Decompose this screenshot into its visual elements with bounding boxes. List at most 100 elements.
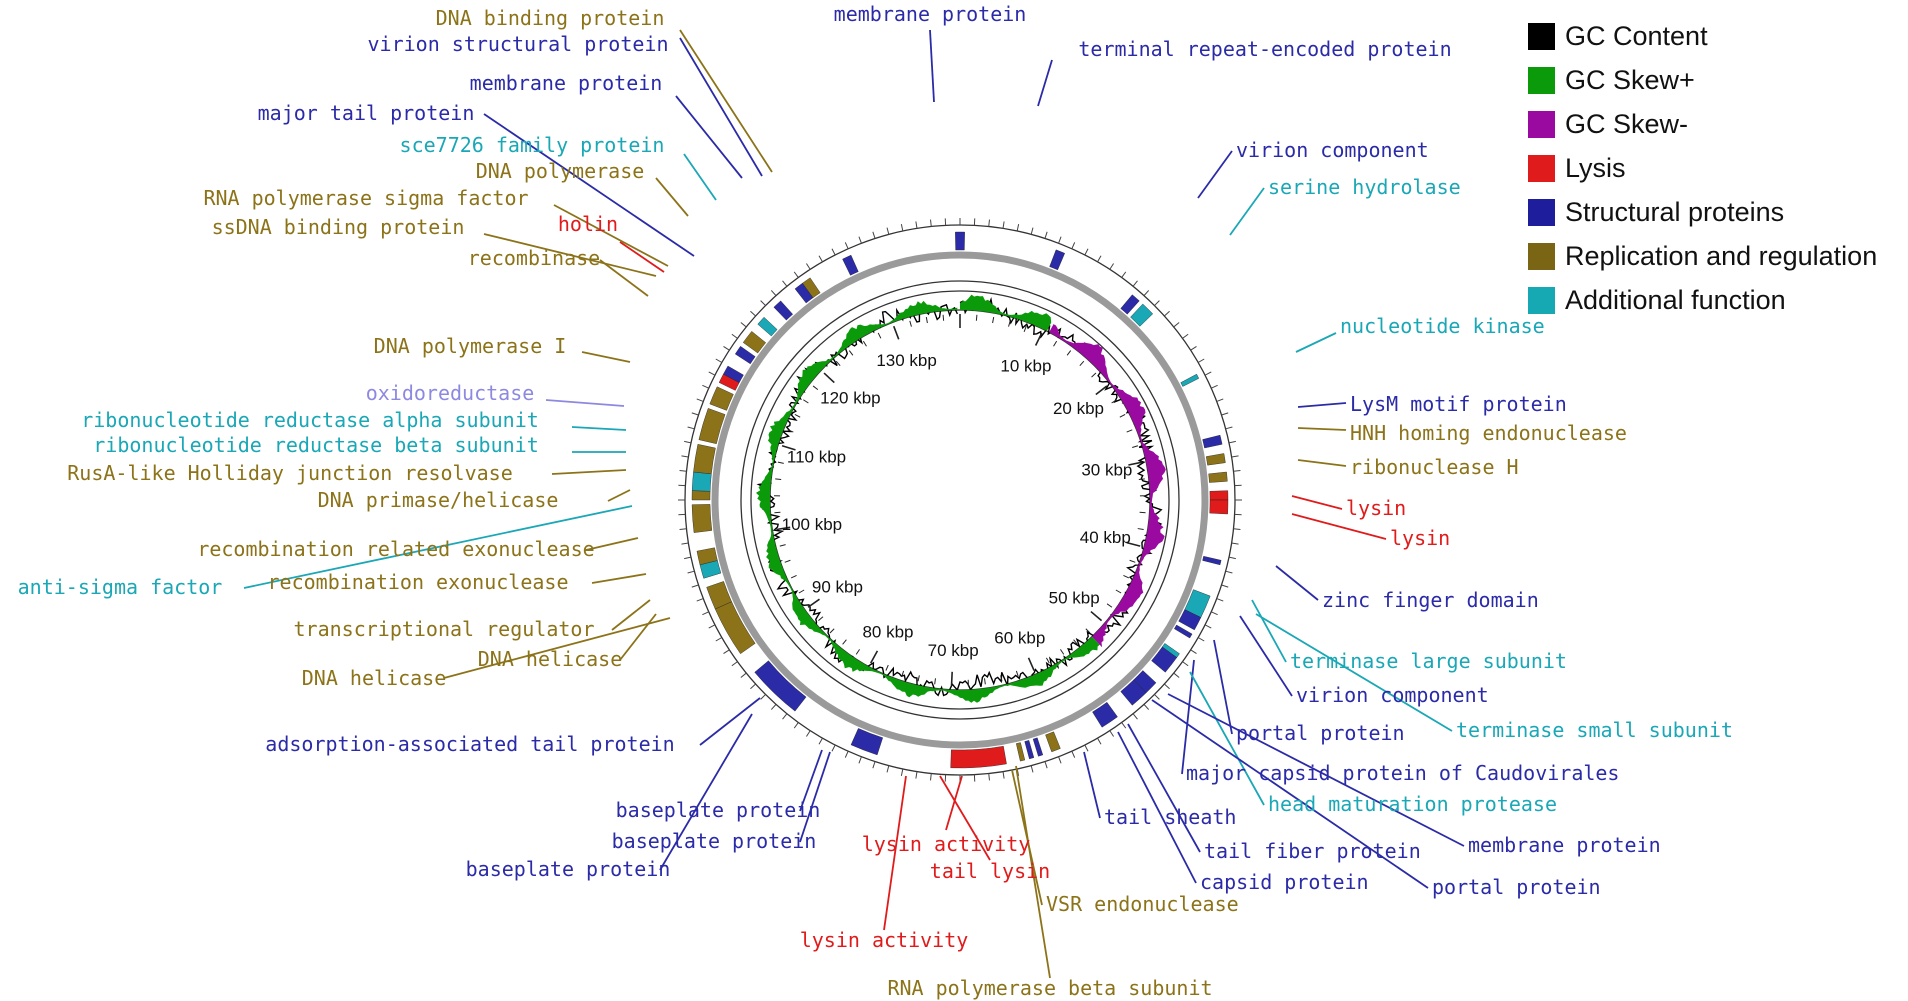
outer-tick: [691, 412, 699, 416]
outer-tick: [1143, 704, 1150, 710]
legend-swatch: [1528, 22, 1555, 50]
outer-tick: [1030, 227, 1034, 235]
gene-block: [709, 386, 734, 411]
gene-block: [1209, 499, 1229, 515]
ruler-tick: [877, 332, 882, 339]
outer-tick: [1221, 412, 1229, 416]
gene-block: [950, 745, 1007, 769]
outer-tick: [696, 398, 704, 402]
leader-line: [1297, 459, 1347, 467]
gene-label: virion component: [1296, 683, 1489, 707]
gene-label: major tail protein: [258, 101, 475, 125]
gene-block: [1202, 555, 1222, 566]
outer-tick: [1231, 455, 1239, 458]
outer-tick: [731, 333, 738, 339]
gene-label: capsid protein: [1200, 870, 1369, 894]
leader-line: [939, 775, 991, 861]
ruler-tick: [1015, 670, 1019, 677]
outer-tick: [1084, 744, 1089, 752]
gene-block: [754, 660, 807, 712]
ruler-tick: [798, 589, 805, 594]
leader-line: [599, 259, 649, 297]
gene-label: major capsid protein of Caudovirales: [1186, 761, 1619, 785]
outer-tick: [900, 768, 904, 776]
gene-label: LysM motif protein: [1350, 392, 1567, 416]
ruler-tick: [1008, 320, 1011, 327]
leader-line: [799, 749, 823, 812]
leader-line: [1297, 427, 1347, 431]
outer-tick: [691, 584, 699, 588]
gene-block: [691, 504, 713, 533]
leader-line: [1295, 332, 1337, 353]
outer-tick: [1197, 358, 1205, 363]
ruler-tick: [1137, 528, 1144, 531]
outer-tick: [1233, 528, 1241, 530]
outer-tick: [723, 649, 730, 655]
outer-tick: [723, 345, 730, 351]
gene-label: zinc finger domain: [1322, 588, 1539, 612]
skew-baseline-ring: [769, 309, 1151, 691]
ruler-tick: [835, 360, 841, 367]
ruler-tick: [1129, 559, 1136, 563]
gene-label: RNA polymerase beta subunit: [887, 976, 1212, 1000]
legend-swatch: [1528, 110, 1555, 138]
leader-line: [551, 469, 627, 475]
outer-tick: [872, 231, 876, 239]
ruler-tick: [1119, 413, 1126, 418]
leader-line: [591, 573, 647, 584]
leader-line: [1275, 565, 1319, 601]
gene-label: baseplate protein: [616, 798, 821, 822]
ruler-tick: [1138, 478, 1145, 481]
outer-tick: [770, 704, 777, 710]
outer-tick: [1190, 649, 1197, 655]
ruler-tick: [862, 340, 867, 347]
ruler-tick: [1128, 461, 1143, 466]
leader-line: [1291, 495, 1343, 510]
gene-block: [1208, 471, 1228, 483]
ruler-label: 130 kbp: [876, 351, 937, 370]
outer-tick: [1216, 398, 1224, 402]
outer-tick: [770, 290, 777, 296]
legend-swatch: [1528, 198, 1555, 226]
ruler-tick: [1115, 589, 1122, 594]
ruler-tick: [925, 316, 928, 324]
gene-block: [1174, 624, 1193, 639]
outer-tick: [760, 694, 766, 700]
leader-line: [1197, 150, 1233, 199]
leader-line: [659, 713, 753, 871]
gene-label: serine hydrolase: [1268, 175, 1461, 199]
gene-label: baseplate protein: [612, 829, 817, 853]
outer-tick: [900, 224, 904, 232]
ruler-tick: [1090, 610, 1103, 622]
legend-label: Replication and regulation: [1565, 240, 1878, 271]
leader-line: [675, 95, 743, 179]
gene-label: ribonucleotide reductase alpha subunit: [81, 408, 539, 432]
ruler-tick: [1111, 399, 1117, 404]
ruler-tick: [1053, 340, 1058, 347]
outer-tick: [1211, 611, 1218, 616]
outer-tick: [872, 761, 876, 769]
legend-swatch: [1528, 242, 1555, 270]
gene-label: tail sheath: [1104, 805, 1236, 829]
outer-tick: [1132, 713, 1138, 720]
leader-line: [883, 775, 907, 931]
gene-label: oxidoreductase: [366, 381, 535, 405]
gene-label: DNA primase/helicase: [318, 488, 559, 512]
gene-label: DNA helicase: [302, 666, 447, 690]
outer-tick: [708, 624, 716, 629]
gene-label: anti-sigma factor: [18, 575, 223, 599]
outer-tick: [687, 570, 695, 574]
outer-tick: [1109, 263, 1115, 270]
ruler-tick: [855, 649, 860, 655]
outer-tick: [1044, 231, 1048, 239]
ruler-tick: [775, 478, 782, 481]
ruler-label: 20 kbp: [1053, 399, 1104, 418]
ruler-tick: [984, 678, 986, 685]
gene-label: baseplate protein: [466, 857, 671, 881]
outer-tick: [684, 440, 692, 444]
leader-line: [1291, 513, 1387, 540]
outer-tick: [1216, 598, 1224, 602]
ruler-tick: [842, 639, 847, 645]
outer-tick: [1221, 584, 1229, 588]
gene-label: holin: [558, 212, 618, 236]
